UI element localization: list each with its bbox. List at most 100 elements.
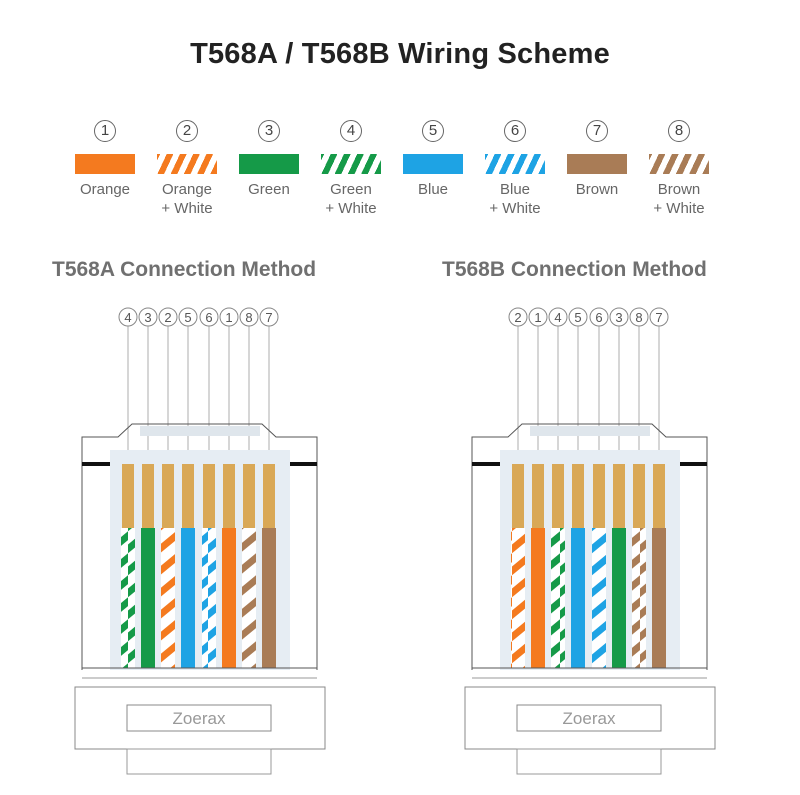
pin-number: 5 (184, 310, 191, 325)
side-bar (82, 462, 110, 466)
pin-number-circle (528, 307, 548, 327)
legend-label: Brown+ White (653, 181, 705, 217)
color-swatch (75, 154, 135, 174)
wire-green (612, 528, 626, 668)
color-swatch (567, 154, 627, 174)
brand-label-box (126, 704, 272, 732)
pin-number: 4 (554, 310, 561, 325)
brand-label: Zoerax (173, 709, 226, 728)
side-bar (680, 462, 707, 466)
gold-contact (532, 464, 544, 528)
connector-body (110, 450, 290, 670)
t568b-method-title: T568B Connection Method (442, 258, 707, 281)
latch-top (140, 426, 260, 436)
pin-number-circle (649, 307, 669, 327)
pin-number: 3 (615, 310, 622, 325)
gold-contact (122, 464, 134, 528)
pin-number-circle (609, 307, 629, 327)
legend-label: Blue+ White (489, 181, 541, 217)
pin-number: 2 (164, 310, 171, 325)
pin-number: 1 (534, 310, 541, 325)
pin-number-circle (629, 307, 649, 327)
legend-label: Green+ White (325, 181, 377, 217)
pin-number: 1 (225, 310, 232, 325)
pin-number-circle (199, 307, 219, 327)
pin-number: 8 (635, 310, 642, 325)
color-swatch (485, 154, 545, 174)
legend-number: 1 (94, 120, 116, 142)
page-title: T568A / T568B Wiring Scheme (190, 38, 610, 70)
pin-number-circle (589, 307, 609, 327)
legend-label: Brown (575, 181, 619, 198)
gold-contact (653, 464, 665, 528)
wire-green-white (551, 528, 565, 668)
pin-number: 4 (124, 310, 131, 325)
gold-contact (142, 464, 154, 528)
wire-orange (222, 528, 236, 668)
gold-contact (593, 464, 605, 528)
pin-number: 3 (144, 310, 151, 325)
wire-green (141, 528, 155, 668)
pin-number-circle (239, 307, 259, 327)
gold-contact (512, 464, 524, 528)
wire-blue-white (202, 528, 216, 668)
wire-brown-white (242, 528, 256, 668)
wire-blue-white (592, 528, 606, 668)
wire-brown-white (632, 528, 646, 668)
latch-top (530, 426, 650, 436)
pin-number-circle (219, 307, 239, 327)
gold-contact (613, 464, 625, 528)
gold-contact (203, 464, 215, 528)
legend-number: 6 (504, 120, 526, 142)
legend-label: Orange+ White (161, 181, 213, 217)
legend-number: 3 (258, 120, 280, 142)
color-swatch (239, 154, 299, 174)
cable-stub (126, 748, 272, 775)
connector-outline (471, 423, 708, 670)
color-swatch (649, 154, 709, 174)
pin-number-circle (138, 307, 158, 327)
legend-number: 8 (668, 120, 690, 142)
wire-blue (181, 528, 195, 668)
pin-number-circle (508, 307, 528, 327)
color-swatch (321, 154, 381, 174)
wire-brown (262, 528, 276, 668)
side-bar (472, 462, 500, 466)
legend-label: Blue (417, 181, 449, 198)
legend-number: 5 (422, 120, 444, 142)
gold-contact (633, 464, 645, 528)
pin-number: 6 (205, 310, 212, 325)
cable-stub (516, 748, 662, 775)
legend-label: Orange (79, 181, 131, 198)
t568a-method-title: T568A Connection Method (52, 258, 317, 281)
legend-label: Green (248, 181, 290, 198)
pin-number: 7 (265, 310, 272, 325)
color-swatch (403, 154, 463, 174)
legend-number: 4 (340, 120, 362, 142)
wire-brown (652, 528, 666, 668)
side-bar (290, 462, 317, 466)
pin-number: 6 (595, 310, 602, 325)
connector-body (500, 450, 680, 670)
legend-number: 2 (176, 120, 198, 142)
gold-contact (263, 464, 275, 528)
pin-number: 5 (574, 310, 581, 325)
pin-number: 2 (514, 310, 521, 325)
pin-number-circle (548, 307, 568, 327)
pin-number-circle (118, 307, 138, 327)
gold-contact (552, 464, 564, 528)
gold-contact (162, 464, 174, 528)
pin-number-circle (158, 307, 178, 327)
gold-contact (572, 464, 584, 528)
legend-number: 7 (586, 120, 608, 142)
pin-number: 7 (655, 310, 662, 325)
wire-blue (571, 528, 585, 668)
gold-contact (243, 464, 255, 528)
